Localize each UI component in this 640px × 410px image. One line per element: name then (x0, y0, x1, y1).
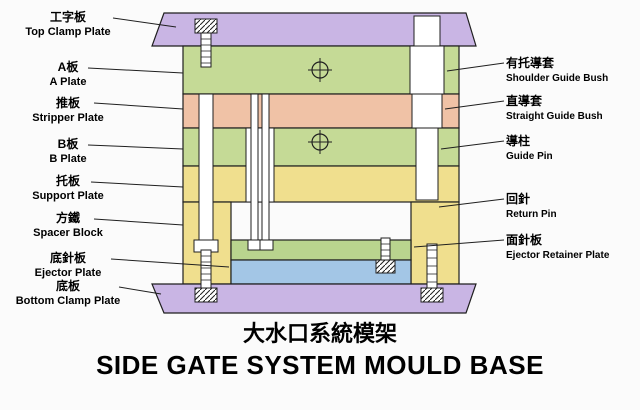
screw-head (420, 287, 444, 303)
leader-lines (87, 17, 505, 295)
leader-ejector-plate (110, 258, 230, 268)
leader-shoulder-guide-bush (446, 62, 505, 72)
screw-hole-marker-b-plate (308, 130, 332, 154)
label-spacer-block-en: Spacer Block (33, 227, 104, 239)
label-shoulder-guide-bush-en: Shoulder Guide Bush (506, 73, 608, 84)
cap-screw-bottom-left (194, 249, 218, 303)
return-pin-shape (193, 93, 219, 253)
leader-a-plate (87, 67, 184, 74)
title-chinese: 大水口系統模架 (243, 321, 397, 346)
leader-return-pin (438, 198, 505, 208)
label-ejector-plate-en: Ejector Plate (35, 267, 102, 279)
label-ejector-plate-zh: 底針板 (50, 250, 87, 265)
label-guide-pin-zh: 導柱 (506, 133, 530, 148)
label-a-plate-en: A Plate (50, 76, 87, 88)
guide-pin-head-shape (413, 15, 441, 47)
label-bottom-clamp-plate-zh: 底板 (56, 278, 81, 293)
label-support-plate-zh: 托板 (56, 173, 81, 188)
label-return-pin-zh: 回針 (506, 191, 530, 206)
label-b-plate-en: B Plate (49, 153, 86, 165)
centre-bush (245, 127, 275, 203)
ejector-pin-1-head (247, 239, 262, 251)
label-shoulder-guide-bush-zh: 有托導套 (506, 55, 555, 70)
top-clamp-plate-shape (151, 12, 477, 47)
screw-shaft (200, 32, 212, 68)
ejector-pins-shape (245, 93, 275, 251)
leader-straight-guide-bush (444, 100, 505, 110)
label-ejector-retainer-plate-en: Ejector Retainer Plate (506, 250, 610, 261)
bottom-clamp-plate-shape (151, 283, 477, 314)
label-top-clamp-plate-en: Top Clamp Plate (25, 26, 110, 38)
label-spacer-block-zh: 方鐵 (56, 210, 80, 225)
guide-pin-assembly (409, 15, 445, 201)
label-stripper-plate-zh: 推板 (56, 95, 81, 110)
title-english: SIDE GATE SYSTEM MOULD BASE (96, 350, 544, 380)
leader-guide-pin (440, 140, 505, 150)
cap-screw-bottom-right (420, 243, 444, 303)
leader-spacer-block (93, 218, 184, 226)
ejector-pin-1 (250, 93, 259, 241)
shoulder-guide-bush-shape (409, 45, 445, 95)
support-plate-shape (182, 165, 460, 203)
screw-head (194, 18, 218, 34)
label-straight-guide-bush-en: Straight Guide Bush (506, 111, 603, 122)
leader-b-plate (87, 144, 184, 150)
leader-ejector-retainer-plate (413, 239, 505, 248)
screw-shaft (380, 237, 391, 261)
label-bottom-clamp-plate-en: Bottom Clamp Plate (16, 295, 121, 307)
label-guide-pin-en: Guide Pin (506, 151, 553, 162)
leader-top-clamp-plate (112, 17, 177, 28)
label-return-pin-en: Return Pin (506, 209, 557, 220)
ejector-pin-2 (261, 93, 270, 241)
cap-screw-top-left (194, 18, 218, 68)
leader-support-plate (90, 181, 184, 188)
label-straight-guide-bush-zh: 直導套 (506, 93, 543, 108)
cap-screw-ejector (375, 237, 396, 274)
label-support-plate-en: Support Plate (32, 190, 104, 202)
label-b-plate-zh: B板 (58, 136, 80, 151)
screw-hole-marker-a-plate (308, 58, 332, 82)
leader-bottom-clamp-plate (118, 286, 162, 295)
straight-guide-bush-shape (411, 93, 443, 129)
label-stripper-plate-en: Stripper Plate (32, 112, 104, 124)
screw-head (194, 287, 218, 303)
guide-pin-shape (415, 127, 439, 201)
return-pin-body (198, 93, 214, 241)
ejector-pin-2-head (259, 239, 274, 251)
label-ejector-retainer-plate-zh: 面針板 (506, 232, 543, 247)
label-top-clamp-plate-zh: 工字板 (50, 9, 87, 24)
leader-stripper-plate (93, 102, 184, 110)
screw-head (375, 259, 396, 274)
label-a-plate-zh: A板 (58, 59, 80, 74)
